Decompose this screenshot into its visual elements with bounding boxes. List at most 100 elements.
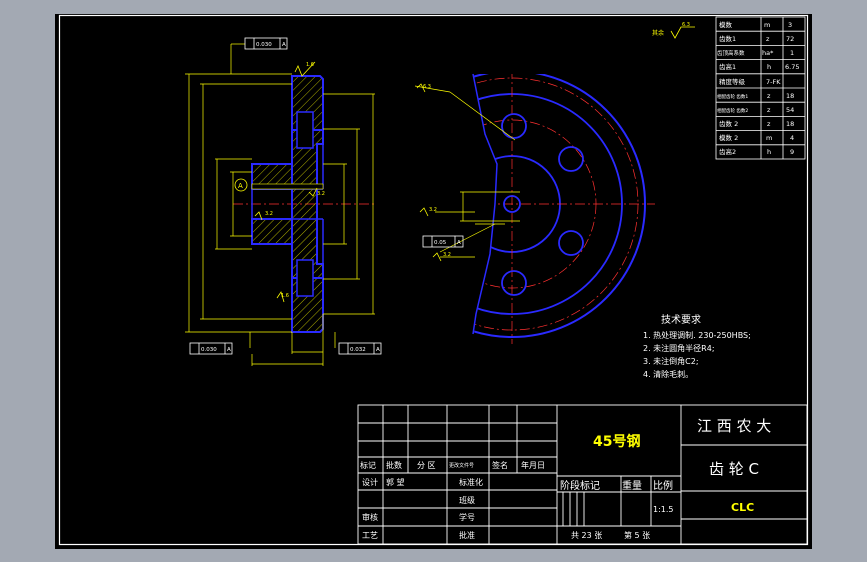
web-hole-bottom xyxy=(296,259,314,297)
param-value: 72 xyxy=(786,35,794,43)
roughness-symbol-icon xyxy=(254,211,263,221)
param-value: 54 xyxy=(786,106,794,114)
section-view: 0.030 A 0.030 A 0.032 A A 1.6 3.2 1.6 3.… xyxy=(185,37,382,366)
param-symbol: z xyxy=(766,35,770,43)
datum-ref-front: A xyxy=(457,240,461,246)
sign-label-design: 设计 xyxy=(362,477,378,487)
param-value: 6.75 xyxy=(785,63,799,71)
hub-bottom xyxy=(251,218,293,245)
roughness-rest-value: 6.3 xyxy=(682,22,690,28)
param-name: 模数 xyxy=(719,20,733,29)
designer-name: 郭 望 xyxy=(386,477,405,487)
sign-label-process: 工艺 xyxy=(362,531,378,540)
front-view: 0.05 A 6.3 3.2 3.2 xyxy=(414,73,655,344)
roughness-label: 3.2 xyxy=(443,252,451,258)
param-symbol: 7-FK xyxy=(766,78,781,86)
datum-a-marker xyxy=(234,178,248,192)
tolerance-value-top: 0.030 xyxy=(256,42,272,48)
roughness-label: 3.2 xyxy=(429,207,437,213)
roughness-symbol-icon xyxy=(419,207,429,217)
rev-header: 标记 xyxy=(360,460,376,470)
tech-req-item: 1. 热处理调制. 230-250HBS; xyxy=(643,330,751,340)
roughness-symbol-icon xyxy=(294,61,316,77)
datum-ref-bottom-right: A xyxy=(376,347,380,353)
param-name: 相配齿轮 齿数2 xyxy=(717,107,748,114)
drawing-frame xyxy=(58,14,809,546)
param-value: 3 xyxy=(788,21,792,29)
param-value: 4 xyxy=(790,134,794,142)
rev-header: 签名 xyxy=(492,460,508,470)
scale-header: 比例 xyxy=(653,479,673,492)
roughness-label: 6.3 xyxy=(423,84,431,90)
param-value: 1 xyxy=(790,49,794,57)
web-hole-3 xyxy=(558,230,584,256)
datum-a-label: A xyxy=(238,182,243,190)
tech-req-item: 2. 未注圆角半径R4; xyxy=(643,343,715,353)
web-hole-top xyxy=(296,111,314,149)
roughness-symbol-icon xyxy=(416,83,426,93)
roughness-rest-label: 其余 xyxy=(652,29,664,37)
stage-header: 阶段标记 xyxy=(560,479,600,492)
technical-requirements: 技术要求 1. 热处理调制. 230-250HBS; 2. 未注圆角半径R4; … xyxy=(643,313,751,379)
bore-circle xyxy=(503,195,521,213)
title-block xyxy=(357,404,808,545)
tech-req-title: 技术要求 xyxy=(661,313,701,326)
param-symbol: z xyxy=(767,120,771,128)
roughness-label: 3.2 xyxy=(317,191,325,197)
school-name: 江 西 农 大 xyxy=(697,417,771,435)
rev-header: 年月日 xyxy=(521,460,545,470)
tolerance-value-bottom-left: 0.030 xyxy=(201,347,217,353)
tolerance-frame-bottom-left xyxy=(189,342,233,355)
param-name: 齿数 2 xyxy=(719,119,738,128)
rev-header: 分 区 xyxy=(417,461,436,470)
param-symbol: z xyxy=(767,92,771,100)
param-symbol: m xyxy=(764,21,770,29)
roughness-label: 1.6 xyxy=(306,62,314,68)
param-name: 齿高1 xyxy=(719,62,736,71)
drawing-code: CLC xyxy=(731,501,754,514)
weight-header: 重量 xyxy=(622,479,642,492)
param-value: 9 xyxy=(790,148,794,156)
param-symbol: h xyxy=(767,148,771,156)
std-label: 班级 xyxy=(459,495,475,505)
roughness-symbol-icon xyxy=(670,26,695,39)
std-label: 学号 xyxy=(459,512,475,522)
param-value: 18 xyxy=(786,92,794,100)
roughness-symbol-icon xyxy=(276,291,285,303)
param-value: 18 xyxy=(786,120,794,128)
scale-value: 1:1.5 xyxy=(653,505,674,514)
web-hole-2 xyxy=(558,146,584,172)
material-label: 45号钢 xyxy=(593,433,640,450)
param-name: 齿顶高系数 xyxy=(717,49,745,57)
part-name: 齿 轮 C xyxy=(709,460,759,478)
tolerance-value-front: 0.05 xyxy=(434,240,447,246)
param-name: 相配齿轮 齿数1 xyxy=(717,93,748,100)
roughness-symbol-icon xyxy=(432,252,442,262)
rev-header: 更改文件号 xyxy=(449,462,474,469)
datum-ref-top: A xyxy=(282,42,286,48)
param-name: 齿高2 xyxy=(719,147,736,156)
roughness-label: 3.2 xyxy=(265,211,273,217)
tolerance-frame-top xyxy=(244,37,288,50)
cad-drawing: 模数 m 3 齿数1 z 72 齿顶高系数 ha* 1 齿高1 h 6.75 精… xyxy=(58,14,809,546)
roughness-label: 1.6 xyxy=(281,293,289,299)
sign-label-review: 审核 xyxy=(362,512,378,522)
sheet-number: 第 5 张 xyxy=(624,530,650,540)
web-hole-4 xyxy=(501,270,527,296)
param-symbol: ha* xyxy=(762,49,774,57)
param-symbol: h xyxy=(767,63,771,71)
break-line xyxy=(472,73,498,335)
drawing-sheet: 模数 m 3 齿数1 z 72 齿顶高系数 ha* 1 齿高1 h 6.75 精… xyxy=(55,14,812,549)
total-sheets: 共 23 张 xyxy=(571,531,602,540)
tolerance-value-bottom-right: 0.032 xyxy=(350,347,366,353)
datum-ref-bottom-left: A xyxy=(227,347,231,353)
param-name: 精度等级 xyxy=(719,77,746,86)
web-hole-1 xyxy=(501,113,527,139)
param-name: 齿数1 xyxy=(719,34,736,43)
std-label: 批准 xyxy=(459,530,475,540)
param-symbol: z xyxy=(767,106,771,114)
rev-header: 批数 xyxy=(386,460,402,470)
std-label: 标准化 xyxy=(459,477,483,487)
parameter-table xyxy=(715,16,806,160)
tolerance-frame-front xyxy=(422,235,464,248)
